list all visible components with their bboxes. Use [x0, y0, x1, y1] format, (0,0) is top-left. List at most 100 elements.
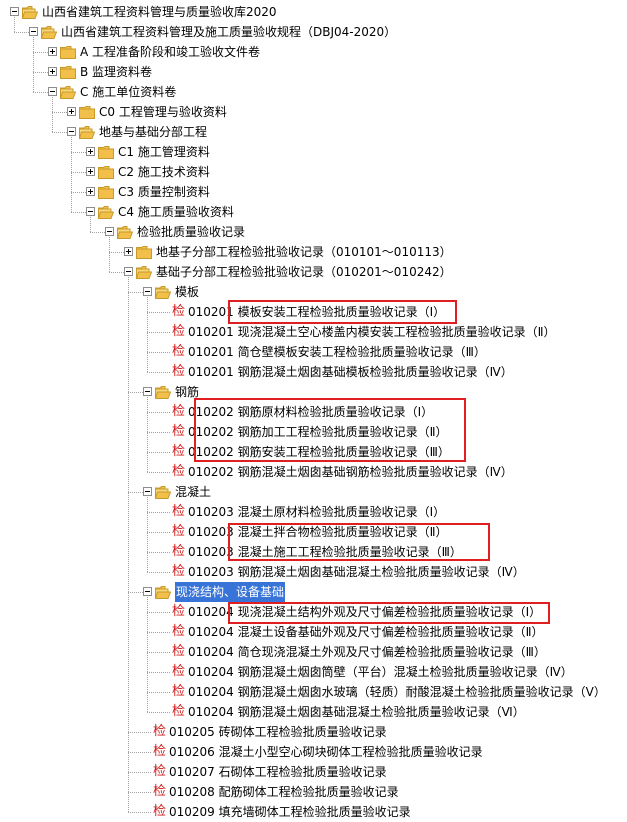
tree-connector-line: [128, 732, 151, 733]
tree-folder-node[interactable]: 现浇结构、设备基础: [0, 582, 627, 602]
expand-icon[interactable]: [48, 47, 57, 56]
expand-icon[interactable]: [86, 147, 95, 156]
inspection-record-icon: 检: [171, 644, 185, 659]
tree-folder-node[interactable]: 钢筋: [0, 382, 627, 402]
inspection-record-icon: 检: [171, 464, 185, 479]
tree-node-label: 混凝土: [175, 485, 212, 499]
inspection-record-icon: 检: [171, 564, 185, 579]
tree-connector-line: [14, 32, 29, 33]
tree-node-label: 检验批质量验收记录: [137, 225, 246, 239]
tree-folder-node[interactable]: 基础子分部工程检验批验收记录（010201～010242）: [0, 262, 627, 282]
highlight-box-formwork: [228, 300, 457, 324]
tree-connector-line: [109, 252, 124, 253]
tree-connector-line: [147, 497, 148, 572]
inspection-record-icon: 检: [171, 524, 185, 539]
expand-icon[interactable]: [124, 247, 133, 256]
collapse-icon[interactable]: [67, 127, 76, 136]
tree-connector-line: [147, 352, 170, 353]
tree-folder-node[interactable]: C 施工单位资料卷: [0, 82, 627, 102]
collapse-icon[interactable]: [105, 227, 114, 236]
collapse-icon[interactable]: [143, 587, 152, 596]
expand-icon[interactable]: [86, 167, 95, 176]
tree-node-label: 010202 钢筋安装工程检验批质量验收记录（Ⅲ）: [188, 445, 450, 459]
tree-folder-node[interactable]: C1 施工管理资料: [0, 142, 627, 162]
inspection-record-icon: 检: [171, 624, 185, 639]
inspection-record-icon: 检: [171, 364, 185, 379]
inspection-record-icon: 检: [171, 344, 185, 359]
inspection-record-icon: 检: [171, 424, 185, 439]
tree-connector-line: [128, 752, 151, 753]
folder-open-icon: [40, 25, 58, 39]
folder-open-icon: [135, 265, 153, 279]
tree-folder-node[interactable]: A 工程准备阶段和竣工验收文件卷: [0, 42, 627, 62]
inspection-record-icon: 检: [152, 764, 166, 779]
tree-connector-line: [52, 132, 67, 133]
tree-node-label: C0 工程管理与验收资料: [99, 105, 227, 119]
inspection-record-icon: 检: [171, 544, 185, 559]
tree-folder-node[interactable]: 山西省建筑工程资料管理及施工质量验收规程（DBJ04-2020）: [0, 22, 627, 42]
tree-connector-line: [33, 52, 48, 53]
tree-connector-line: [128, 277, 129, 812]
collapse-icon[interactable]: [124, 267, 133, 276]
tree-folder-node[interactable]: B 监理资料卷: [0, 62, 627, 82]
tree-connector-line: [71, 212, 86, 213]
tree-connector-line: [128, 292, 143, 293]
collapse-icon[interactable]: [48, 87, 57, 96]
tree-folder-node[interactable]: 山西省建筑工程资料管理与质量验收库2020: [0, 2, 627, 22]
tree-folder-node[interactable]: C4 施工质量验收资料: [0, 202, 627, 222]
tree-folder-node[interactable]: 混凝土: [0, 482, 627, 502]
tree-connector-line: [128, 492, 143, 493]
tree-connector-line: [71, 172, 86, 173]
inspection-record-icon: 检: [171, 684, 185, 699]
tree-connector-line: [71, 152, 86, 153]
tree-node-label: 钢筋: [175, 385, 200, 399]
tree-folder-node[interactable]: C3 质量控制资料: [0, 182, 627, 202]
tree-folder-node[interactable]: C0 工程管理与验收资料: [0, 102, 627, 122]
tree-connector-line: [147, 597, 148, 712]
collapse-icon[interactable]: [29, 27, 38, 36]
inspection-record-icon: 检: [171, 304, 185, 319]
tree-folder-node[interactable]: 地基子分部工程检验批验收记录（010101～010113）: [0, 242, 627, 262]
expand-icon[interactable]: [48, 67, 57, 76]
folder-closed-icon: [98, 145, 114, 159]
collapse-icon[interactable]: [143, 287, 152, 296]
tree-connector-line: [128, 792, 151, 793]
tree-folder-node[interactable]: 检验批质量验收记录: [0, 222, 627, 242]
tree-folder-node[interactable]: 模板: [0, 282, 627, 302]
tree-node-label: 010202 钢筋混凝土烟囱基础钢筋检验批质量验收记录（Ⅳ）: [188, 465, 513, 479]
collapse-icon[interactable]: [86, 207, 95, 216]
tree-connector-line: [147, 712, 170, 713]
expand-icon[interactable]: [67, 107, 76, 116]
tree-folder-node[interactable]: 地基与基础分部工程: [0, 122, 627, 142]
collapse-icon[interactable]: [143, 387, 152, 396]
tree-folder-node[interactable]: C2 施工技术资料: [0, 162, 627, 182]
tree-node-label: 010202 钢筋加工工程检验批质量验收记录（Ⅱ）: [188, 425, 448, 439]
collapse-icon[interactable]: [10, 7, 19, 16]
collapse-icon[interactable]: [143, 487, 152, 496]
tree-node-label: 010201 现浇混凝土空心楼盖内模安装工程检验批质量验收记录（Ⅱ）: [188, 325, 556, 339]
expand-icon[interactable]: [86, 187, 95, 196]
